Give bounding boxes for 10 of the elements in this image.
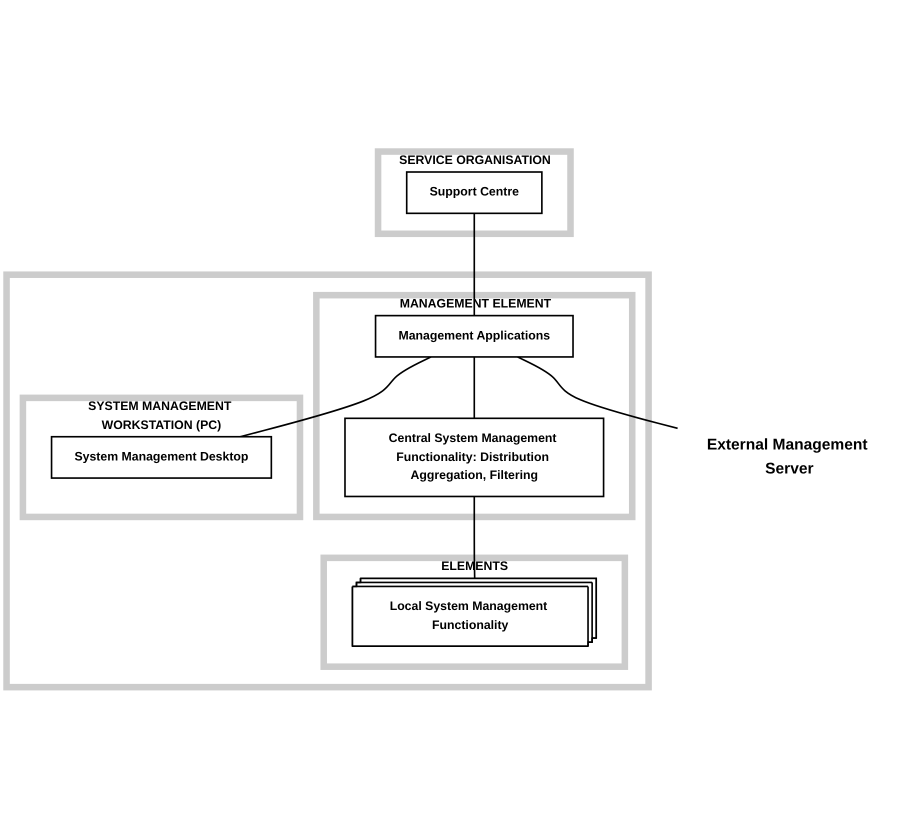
connector bbox=[517, 356, 678, 430]
node-text: External Management Server bbox=[706, 436, 868, 478]
node-box: Management Applications bbox=[374, 314, 574, 358]
connector bbox=[240, 356, 432, 438]
node-box: Support Centre bbox=[406, 171, 543, 214]
connector bbox=[473, 213, 476, 316]
cluster bbox=[3, 272, 652, 691]
node-box: Central System Management Functionality: Distribution Aggregation, Filtering bbox=[344, 418, 604, 498]
connector bbox=[473, 357, 476, 418]
node-box: System Management Desktop bbox=[50, 436, 272, 480]
